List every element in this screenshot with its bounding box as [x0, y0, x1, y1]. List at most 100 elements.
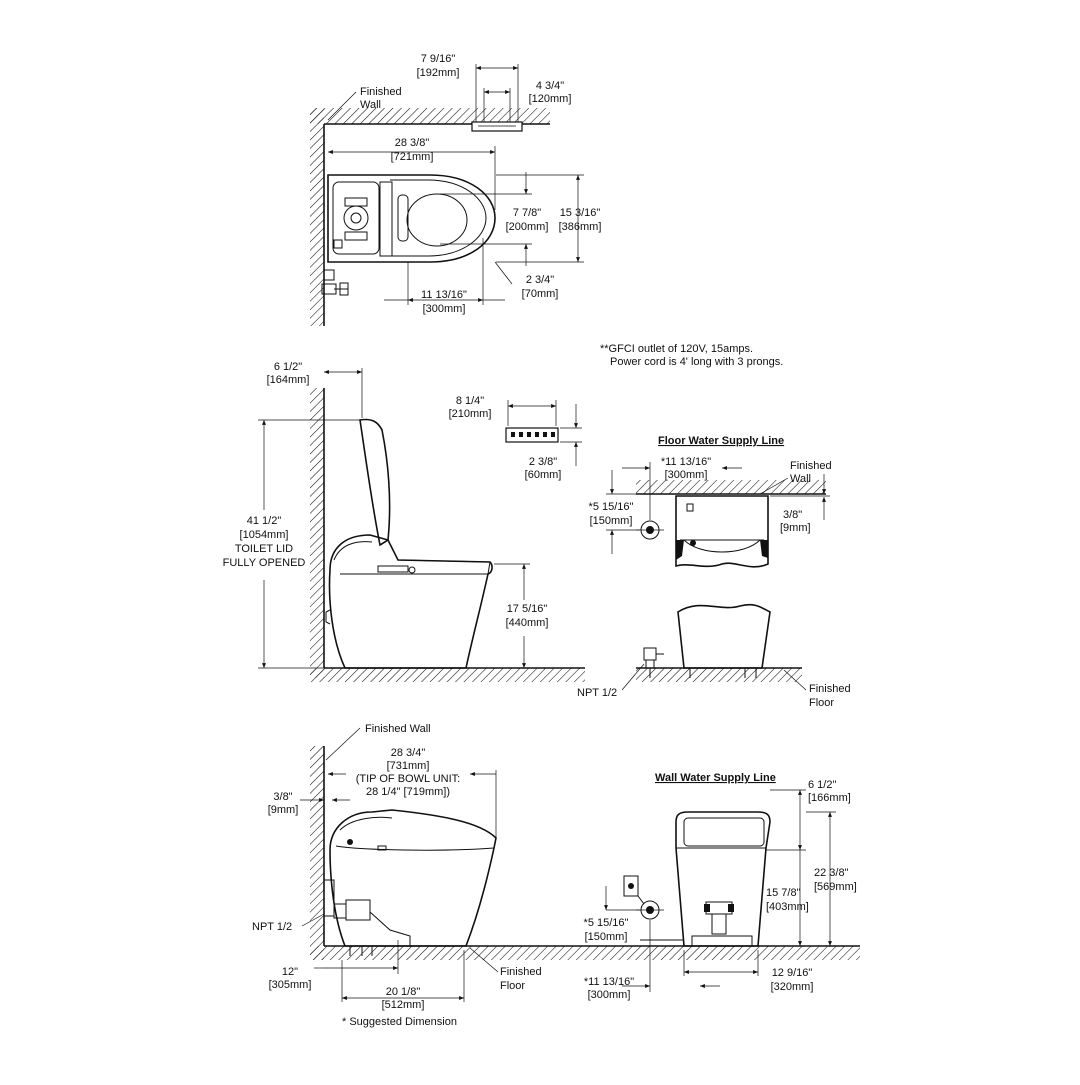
floor-dim-150-inch: *5 15/16": [589, 501, 634, 513]
dim-164-inch: 6 1/2": [274, 361, 302, 373]
dim-731-inch: 28 3/4": [391, 747, 426, 759]
dim-721-inch: 28 3/8": [395, 137, 430, 149]
dim-120-inch: 4 3/4": [536, 80, 564, 92]
bowl-plan-outline: [327, 174, 496, 263]
toilet-lid-label: TOILET LID: [235, 543, 293, 555]
dim-60-mm: [60mm]: [525, 469, 562, 481]
wall-hatch-vertical: [310, 108, 324, 326]
dim-386-inch: 15 3/16": [560, 207, 601, 219]
bottom-finished-floor-label-2: Floor: [500, 980, 525, 992]
bowl-body-side: [328, 534, 493, 669]
dim-305-mm: [305mm]: [269, 979, 312, 991]
wall-dim-150-inch: *5 15/16": [584, 917, 629, 929]
wall-supply-valve: [623, 875, 684, 941]
wall-hatch-side: [310, 388, 324, 678]
side-elevation-view: 6 1/2" [164mm] 41 1/2" [1054mm] TOILET L…: [223, 361, 585, 682]
dim-1054-inch: 41 1/2": [247, 515, 282, 527]
bottom-finished-floor-label: Finished: [500, 966, 542, 978]
bowl-body-bottom: [329, 809, 497, 947]
wall-dim-403-mm: [403mm]: [766, 901, 809, 913]
floor-supply-valve: [643, 647, 664, 678]
dim-200-mm: [200mm]: [506, 221, 549, 233]
wall-dim-300-mm: [300mm]: [588, 989, 631, 1001]
raised-lid: [359, 418, 391, 547]
tank-front-wall: [675, 811, 771, 947]
bottom-floor-hatch: [310, 946, 860, 960]
wall-dim-403-inch: 15 7/8": [766, 887, 801, 899]
dim-721-mm: [721mm]: [391, 151, 434, 163]
tank-plan-floor: [675, 495, 769, 568]
dim-512-inch: 20 1/8": [386, 986, 421, 998]
fully-opened-label: FULLY OPENED: [223, 557, 306, 569]
wall-dim-569-mm: [569mm]: [814, 881, 857, 893]
suggested-dimension-note: * Suggested Dimension: [342, 1016, 457, 1028]
dim-440-inch: 17 5/16": [507, 603, 548, 615]
floor-finished-floor-label-2: Floor: [809, 697, 834, 709]
bottom-npt-label: NPT 1/2: [252, 921, 292, 933]
dim-70-inch: 2 3/4": [526, 274, 554, 286]
floor-dim-300-mm: [300mm]: [665, 469, 708, 481]
bottom-dim-9-mm: [9mm]: [268, 804, 299, 816]
floor-supply-floor-hatch: [636, 668, 802, 682]
dim-164-mm: [164mm]: [267, 374, 310, 386]
wall-dim-569-inch: 22 3/8": [814, 867, 849, 879]
floor-dim-300-inch: *11 13/16": [661, 456, 711, 468]
floor-finished-floor-label: Finished: [809, 683, 851, 695]
dim-300-inch: 11 13/16": [421, 289, 467, 301]
seat-opening: [406, 193, 468, 247]
dim-210-mm: [210mm]: [449, 408, 492, 420]
dim-731-mm: [731mm]: [387, 760, 430, 772]
floor-finished-wall-label: Finished: [790, 460, 832, 472]
bottom-dim-9-inch: 3/8": [273, 791, 292, 803]
dim-192-mm: [192mm]: [417, 67, 460, 79]
floor-dim-9-mm: [9mm]: [780, 522, 811, 534]
supply-valve-plan: [321, 269, 349, 296]
floor-dim-150-mm: [150mm]: [590, 515, 633, 527]
bottom-side-view: Finished Wall 28 3/4" [731mm] (TIP OF BO…: [252, 723, 860, 1028]
bottom-supply-piping: [323, 879, 411, 956]
dim-192-inch: 7 9/16": [421, 53, 456, 65]
wall-dim-300-inch: *11 13/16": [584, 976, 634, 988]
dim-120-mm: [120mm]: [529, 93, 572, 105]
dim-60-inch: 2 3/8": [529, 456, 557, 468]
dim-300-mm: [300mm]: [423, 303, 466, 315]
dim-512-mm: [512mm]: [382, 999, 425, 1011]
wall-supply-fitting: [691, 901, 753, 947]
floor-water-supply-detail: Floor Water Supply Line *11 13/16" [300m…: [577, 435, 851, 709]
dim-386-mm: [386mm]: [559, 221, 602, 233]
wall-dim-320-mm: [320mm]: [771, 981, 814, 993]
wall-dim-166-mm: [166mm]: [808, 792, 851, 804]
wall-dim-150-mm: [150mm]: [585, 931, 628, 943]
floor-supply-title: Floor Water Supply Line: [658, 435, 784, 447]
wall-supply-title: Wall Water Supply Line: [655, 772, 776, 784]
wall-dim-320-inch: 12 9/16": [772, 967, 813, 979]
dim-210-inch: 8 1/4": [456, 395, 484, 407]
floor-finished-wall-label-2: Wall: [790, 473, 811, 485]
wall-hatch-top: [310, 108, 550, 124]
floor-dim-9-inch: 3/8": [783, 509, 802, 521]
tip-of-bowl-label: (TIP OF BOWL UNIT:: [356, 773, 461, 785]
remote-holder-plan: [471, 121, 523, 132]
gfci-note: **GFCI outlet of 120V, 15amps. Power cor…: [600, 343, 783, 368]
remote-control: [505, 427, 559, 443]
dim-1054-mm: [1054mm]: [240, 529, 289, 541]
dim-70-mm: [70mm]: [522, 288, 559, 300]
wall-water-supply-detail: Wall Water Supply Line 6 1/2" [166mm]: [584, 772, 857, 1001]
finished-wall-label-top-2: Wall: [360, 99, 381, 111]
finished-wall-label-top: Finished: [360, 86, 402, 98]
gfci-note-line-2: Power cord is 4' long with 3 prongs.: [610, 356, 783, 368]
gfci-note-line-1: **GFCI outlet of 120V, 15amps.: [600, 343, 753, 355]
bottom-finished-wall-label: Finished Wall: [365, 723, 431, 735]
remote-control-detail: 8 1/4" [210mm] 2 3/8" [60mm]: [449, 395, 582, 481]
dim-305-inch: 12": [282, 966, 298, 978]
bottom-wall-hatch: [310, 746, 324, 960]
dim-440-mm: [440mm]: [506, 617, 549, 629]
floor-npt-label: NPT 1/2: [577, 687, 617, 699]
tank-elevation-floor: [677, 603, 771, 669]
wall-dim-166-inch: 6 1/2": [808, 779, 836, 791]
floor-hatch-side: [310, 668, 585, 682]
top-plan-view: 7 9/16" [192mm] 4 3/4" [120mm] Finished …: [310, 53, 601, 326]
tip-of-bowl-dim: 28 1/4" [719mm]): [366, 786, 450, 798]
